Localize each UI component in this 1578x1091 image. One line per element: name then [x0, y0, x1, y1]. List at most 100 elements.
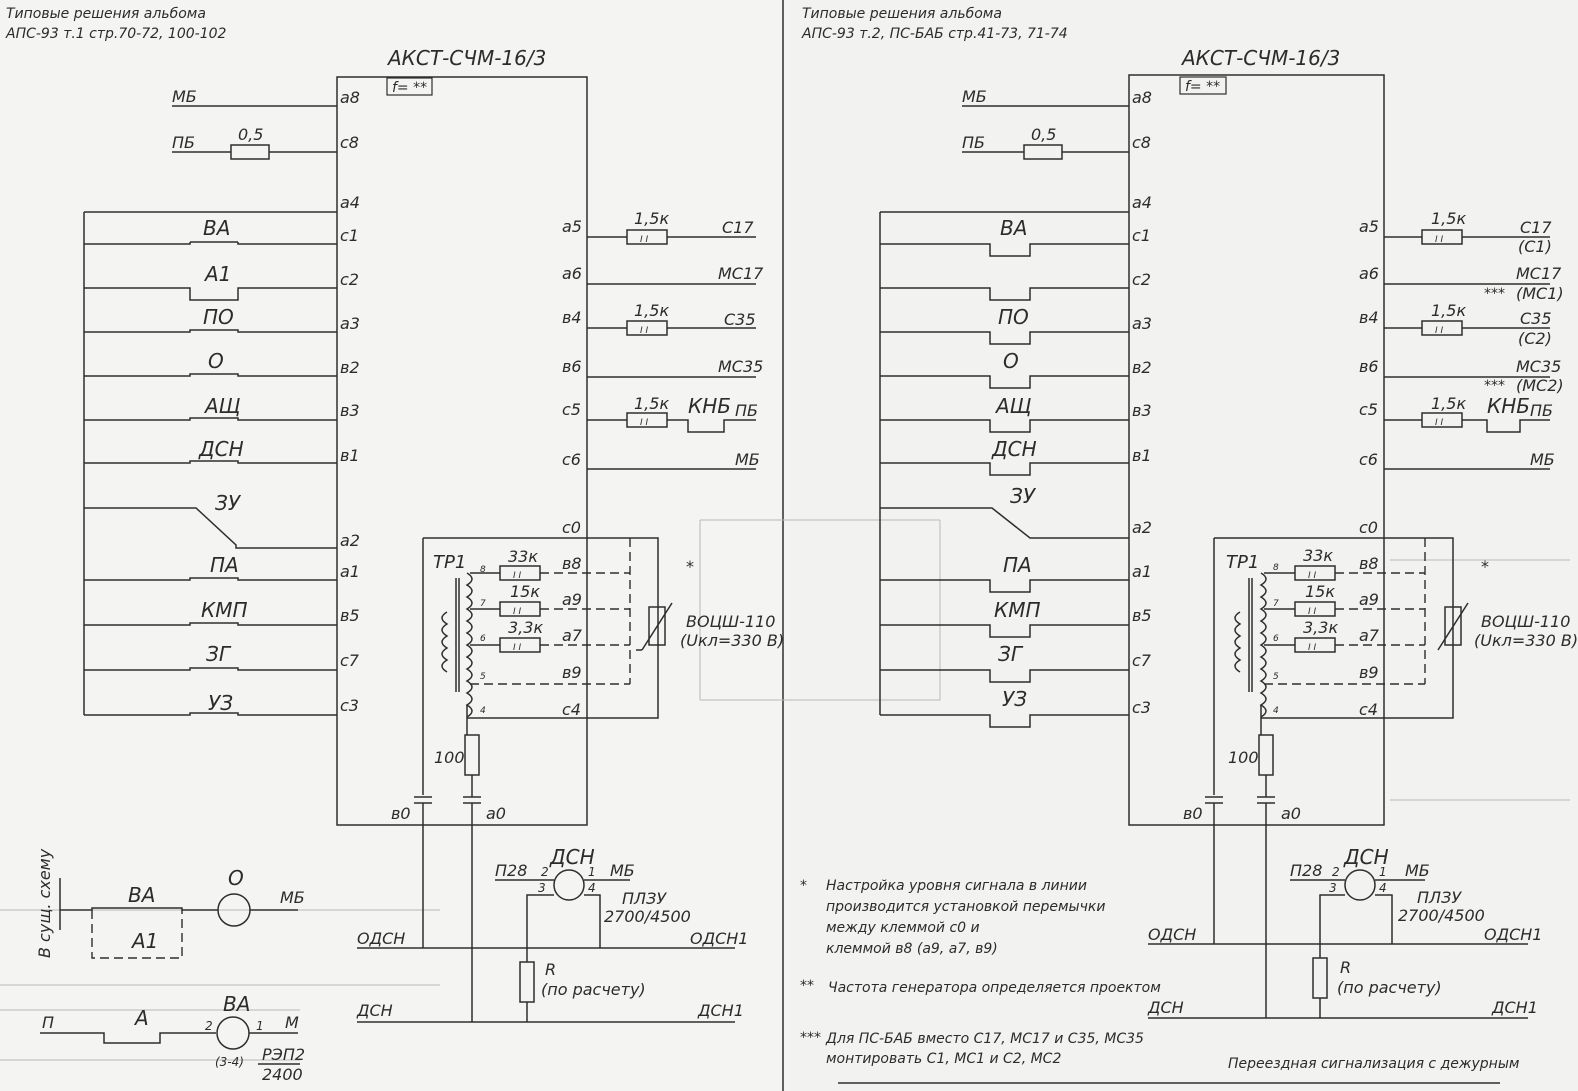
pin-c1-right: с1 — [1132, 226, 1151, 245]
varistor — [648, 606, 666, 646]
dsn-pin-4: 4 — [588, 881, 596, 895]
sub-a: А — [133, 1006, 149, 1030]
note3-line2: монтировать С1, МС1 и С2, МС2 — [826, 1051, 1061, 1067]
contact-va: ВА — [203, 216, 230, 240]
contact-rows: ВА с1 А1 с2 ПО а3 О в2 АЩ в3 ДСН в1 ЗУ а… — [84, 216, 360, 716]
output-rows-right: а5 I I 1,5к С17 (С1) а6 МС17 *** (МС1) в… — [1359, 209, 1564, 470]
pin-b8: в8 — [562, 554, 582, 573]
pin-b9: в9 — [562, 663, 582, 682]
out-pb-right: ПБ — [1530, 401, 1553, 420]
contact-rows-right: ВА с1 с2 ПО а3 О в2 АЩ в3 ДСН в1 ЗУ а2 П… — [880, 216, 1152, 728]
label-odsn1-right: ОДСН1 — [1484, 925, 1542, 944]
transformer-section-right: с0 ТР1 I I 8 33к в8 I I 7 15к а9 — [1183, 518, 1578, 1018]
pin-c7-right: с7 — [1132, 651, 1152, 670]
out-c17-right: С17 — [1520, 218, 1552, 237]
tap-5-right: 5 — [1273, 672, 1279, 682]
sub-n1: 1 — [256, 1019, 264, 1033]
note3-line1: Для ПС-БАБ вместо С17, МС17 и С35, МС35 — [825, 1031, 1144, 1047]
out-mc2-right: (МС2) — [1516, 376, 1564, 395]
res-c17-right: 1,5к — [1431, 209, 1466, 228]
res-3k3-right: 3,3к — [1303, 618, 1338, 637]
tap-8: 8 — [480, 565, 486, 575]
left-header-line1: Типовые решения альбома — [6, 6, 206, 22]
ghost-background-table — [0, 519, 1570, 1061]
label-p28: П28 — [495, 861, 527, 880]
svg-text:I I: I I — [1435, 326, 1444, 336]
left-sheet — [0, 0, 790, 1091]
out-c35: С35 — [724, 310, 756, 329]
varistor-note-mark-right: * — [1481, 557, 1489, 576]
tap-4: 4 — [480, 706, 486, 716]
dsn-relay-section: ДСН П28 МБ 2 1 3 4 ПЛЗУ 2700/4500 ОДСН О… — [356, 845, 748, 1023]
label-odsn: ОДСН — [357, 929, 405, 948]
out-c17: С17 — [722, 218, 754, 237]
varistor-note-mark: * — [686, 557, 694, 576]
pin-b2-right: в2 — [1132, 358, 1152, 377]
sub-va2: ВА — [223, 992, 250, 1016]
contact-zu: ЗУ — [215, 491, 242, 515]
res-3k3: 3,3к — [508, 618, 543, 637]
svg-text:I I: I I — [640, 235, 649, 245]
tap-7-right: 7 — [1273, 599, 1279, 609]
res-33k: 33к — [508, 547, 538, 566]
contact-dsn: ДСН — [198, 437, 244, 461]
pin-c4-right: с4 — [1359, 700, 1378, 719]
label-dsn1-right: ДСН1 — [1491, 998, 1538, 1017]
res-knb-right: 1,5к — [1431, 394, 1466, 413]
out-c2-right: (С2) — [1518, 329, 1552, 348]
label-dsn-line: ДСН — [356, 1001, 393, 1020]
sub-o: О — [228, 866, 244, 890]
dsn-pin-1: 1 — [588, 865, 596, 879]
label-plzu-value: 2700/4500 — [604, 907, 691, 926]
label-r-right: R — [1340, 958, 1351, 977]
out-mc17-right: МС17 — [1516, 264, 1562, 283]
svg-text:I I: I I — [513, 643, 522, 653]
pin-c3-right: с3 — [1132, 698, 1151, 717]
right-header-line2: АПС-93 т.2, ПС-БАБ стр.41-73, 71-74 — [801, 26, 1068, 42]
label-mb-bottom-right: МБ — [1405, 861, 1430, 880]
pin-c7: с7 — [340, 651, 360, 670]
pin-a7-right: а7 — [1359, 626, 1380, 645]
contact-a1: А1 — [203, 262, 231, 286]
sub-rel2: 2400 — [262, 1065, 303, 1084]
contact-zg: ЗГ — [206, 642, 232, 666]
footer-caption: Переездная сигнализация с дежурным — [1228, 1056, 1520, 1072]
resistor-pb-value: 0,5 — [238, 125, 263, 144]
block-title: АКСТ-СЧМ-16/3 — [386, 46, 546, 70]
out-mb: МБ — [735, 450, 760, 469]
pin-c5: с5 — [562, 400, 581, 419]
note1-line4: клеммой в8 (а9, а7, в9) — [826, 941, 998, 957]
label-plzu-right: ПЛЗУ — [1417, 888, 1462, 907]
pin-a6-right: а6 — [1359, 264, 1379, 283]
res-33k-right: 33к — [1303, 546, 1333, 565]
tr1-label-right: ТР1 — [1226, 552, 1259, 573]
pin-c1: с1 — [340, 226, 359, 245]
input-pb: ПБ — [172, 133, 195, 152]
pin-b4: в4 — [562, 308, 582, 327]
pin-a7: а7 — [562, 626, 583, 645]
label-r: R — [545, 960, 556, 979]
pin-b5-right: в5 — [1132, 606, 1152, 625]
pin-a4-right: а4 — [1132, 193, 1152, 212]
pin-b3: в3 — [340, 401, 360, 420]
left-header-line2: АПС-93 т.1 стр.70-72, 100-102 — [5, 26, 227, 42]
svg-text:I I: I I — [513, 571, 522, 581]
contact-ash-right: АЩ — [994, 394, 1032, 418]
note1-line3: между клеммой с0 и — [826, 920, 980, 936]
output-rows: а5 I I 1,5к С17 а6 МС17 в4 I I 1,5к С35 … — [562, 209, 764, 470]
dsn-pin-1-right: 1 — [1379, 865, 1387, 879]
right-header-line1: Типовые решения альбома — [802, 6, 1002, 22]
contact-pa-right: ПА — [1003, 553, 1032, 577]
sub-p: П — [42, 1013, 54, 1032]
svg-text:I I: I I — [640, 418, 649, 428]
dsn-pin-2-right: 2 — [1332, 865, 1340, 879]
pin-c2: с2 — [340, 270, 359, 289]
res-c35-right: 1,5к — [1431, 301, 1466, 320]
contact-zu-right: ЗУ — [1010, 484, 1037, 508]
note3-mark: *** — [800, 1030, 821, 1046]
pin-c4: с4 — [562, 700, 581, 719]
tap-4-right: 4 — [1273, 706, 1279, 716]
pin-b0-right: в0 — [1183, 804, 1203, 823]
transformer-section: с0 ТР1 I I 8 33к в8 I I 7 15к — [391, 518, 784, 1022]
